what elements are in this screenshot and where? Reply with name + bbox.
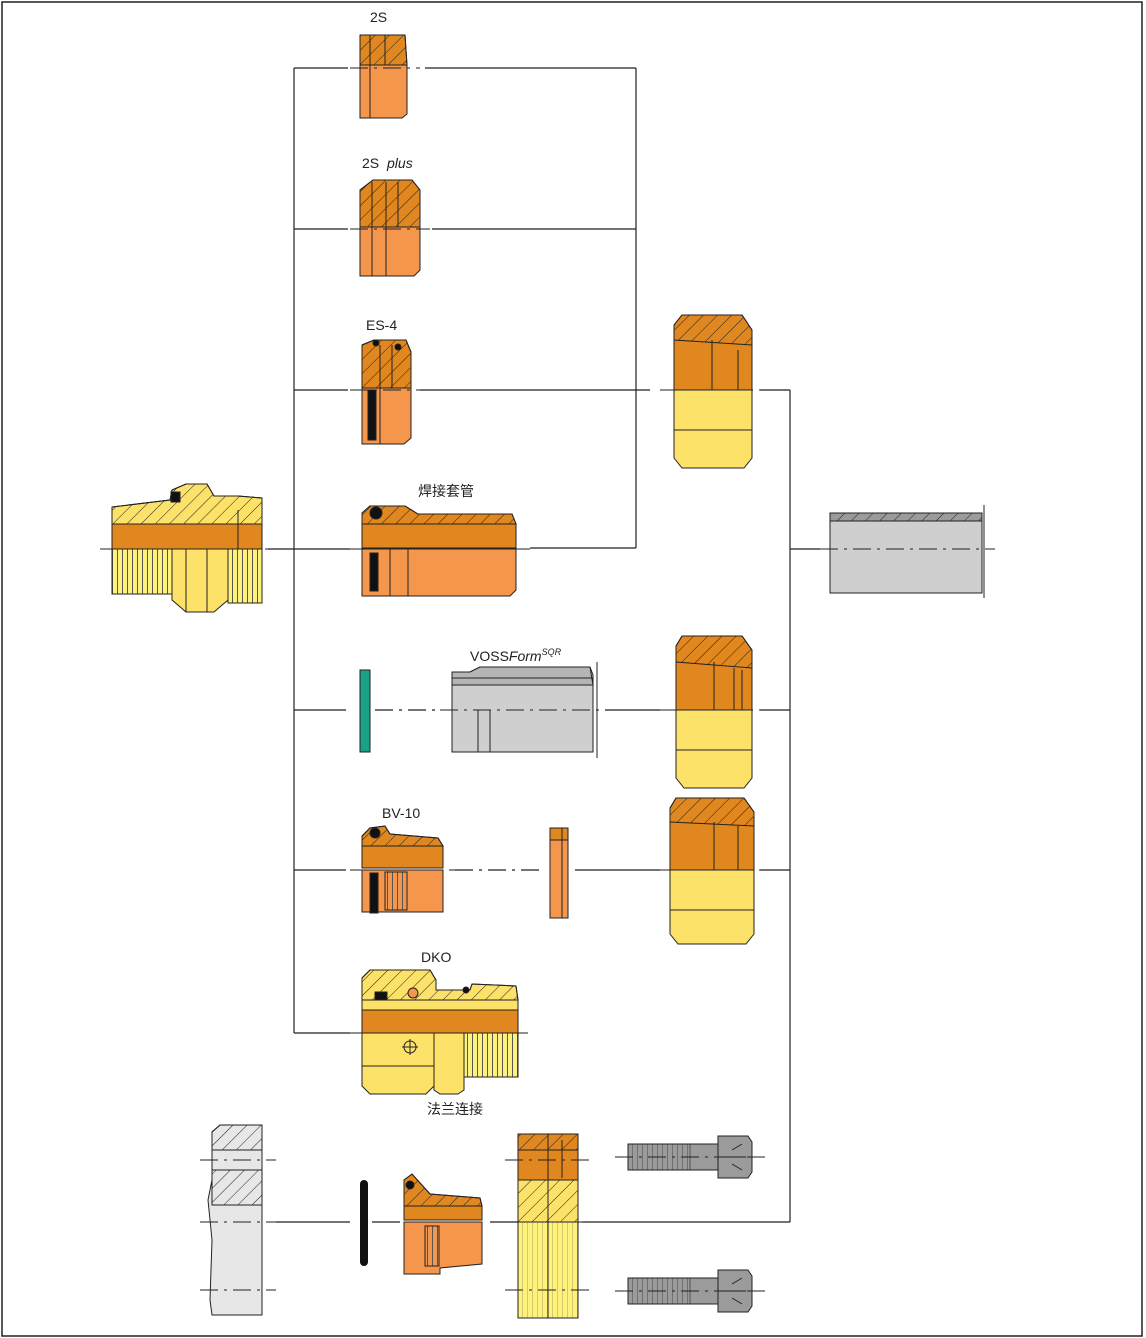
ring-es-4 — [361, 339, 412, 445]
label-dko: DKO — [421, 949, 451, 965]
male-stud-fitting — [111, 483, 263, 613]
nut-top — [673, 314, 753, 469]
tube — [829, 505, 985, 598]
nut-voss — [675, 635, 753, 789]
flange-clamp — [517, 1133, 579, 1319]
flange-nipple — [403, 1173, 483, 1275]
label-flange-connection: 法兰连接 — [427, 1101, 483, 1117]
connector-lines — [268, 67, 820, 1223]
bv-10-washer — [549, 827, 569, 919]
label-2s: 2S — [370, 9, 387, 25]
label-weld-nipple: 焊接套管 — [418, 483, 474, 499]
bv-10-fitting — [361, 825, 444, 914]
ring-2s-plus — [359, 179, 421, 277]
label-2s-plus: 2S plus — [362, 155, 413, 171]
ring-2s — [359, 34, 408, 119]
nut-bv-10 — [669, 797, 755, 945]
weld-nipple — [361, 505, 517, 597]
label-es-4: ES-4 — [366, 317, 397, 333]
dko-fitting — [361, 969, 519, 1095]
flange-plate — [207, 1124, 263, 1316]
bolt-bottom — [627, 1269, 753, 1313]
o-ring-voss — [359, 669, 371, 753]
o-ring-flange — [360, 1180, 368, 1266]
label-vossform-sqr: VOSSFormSQR — [470, 647, 562, 664]
label-bv-10: BV-10 — [382, 805, 420, 821]
